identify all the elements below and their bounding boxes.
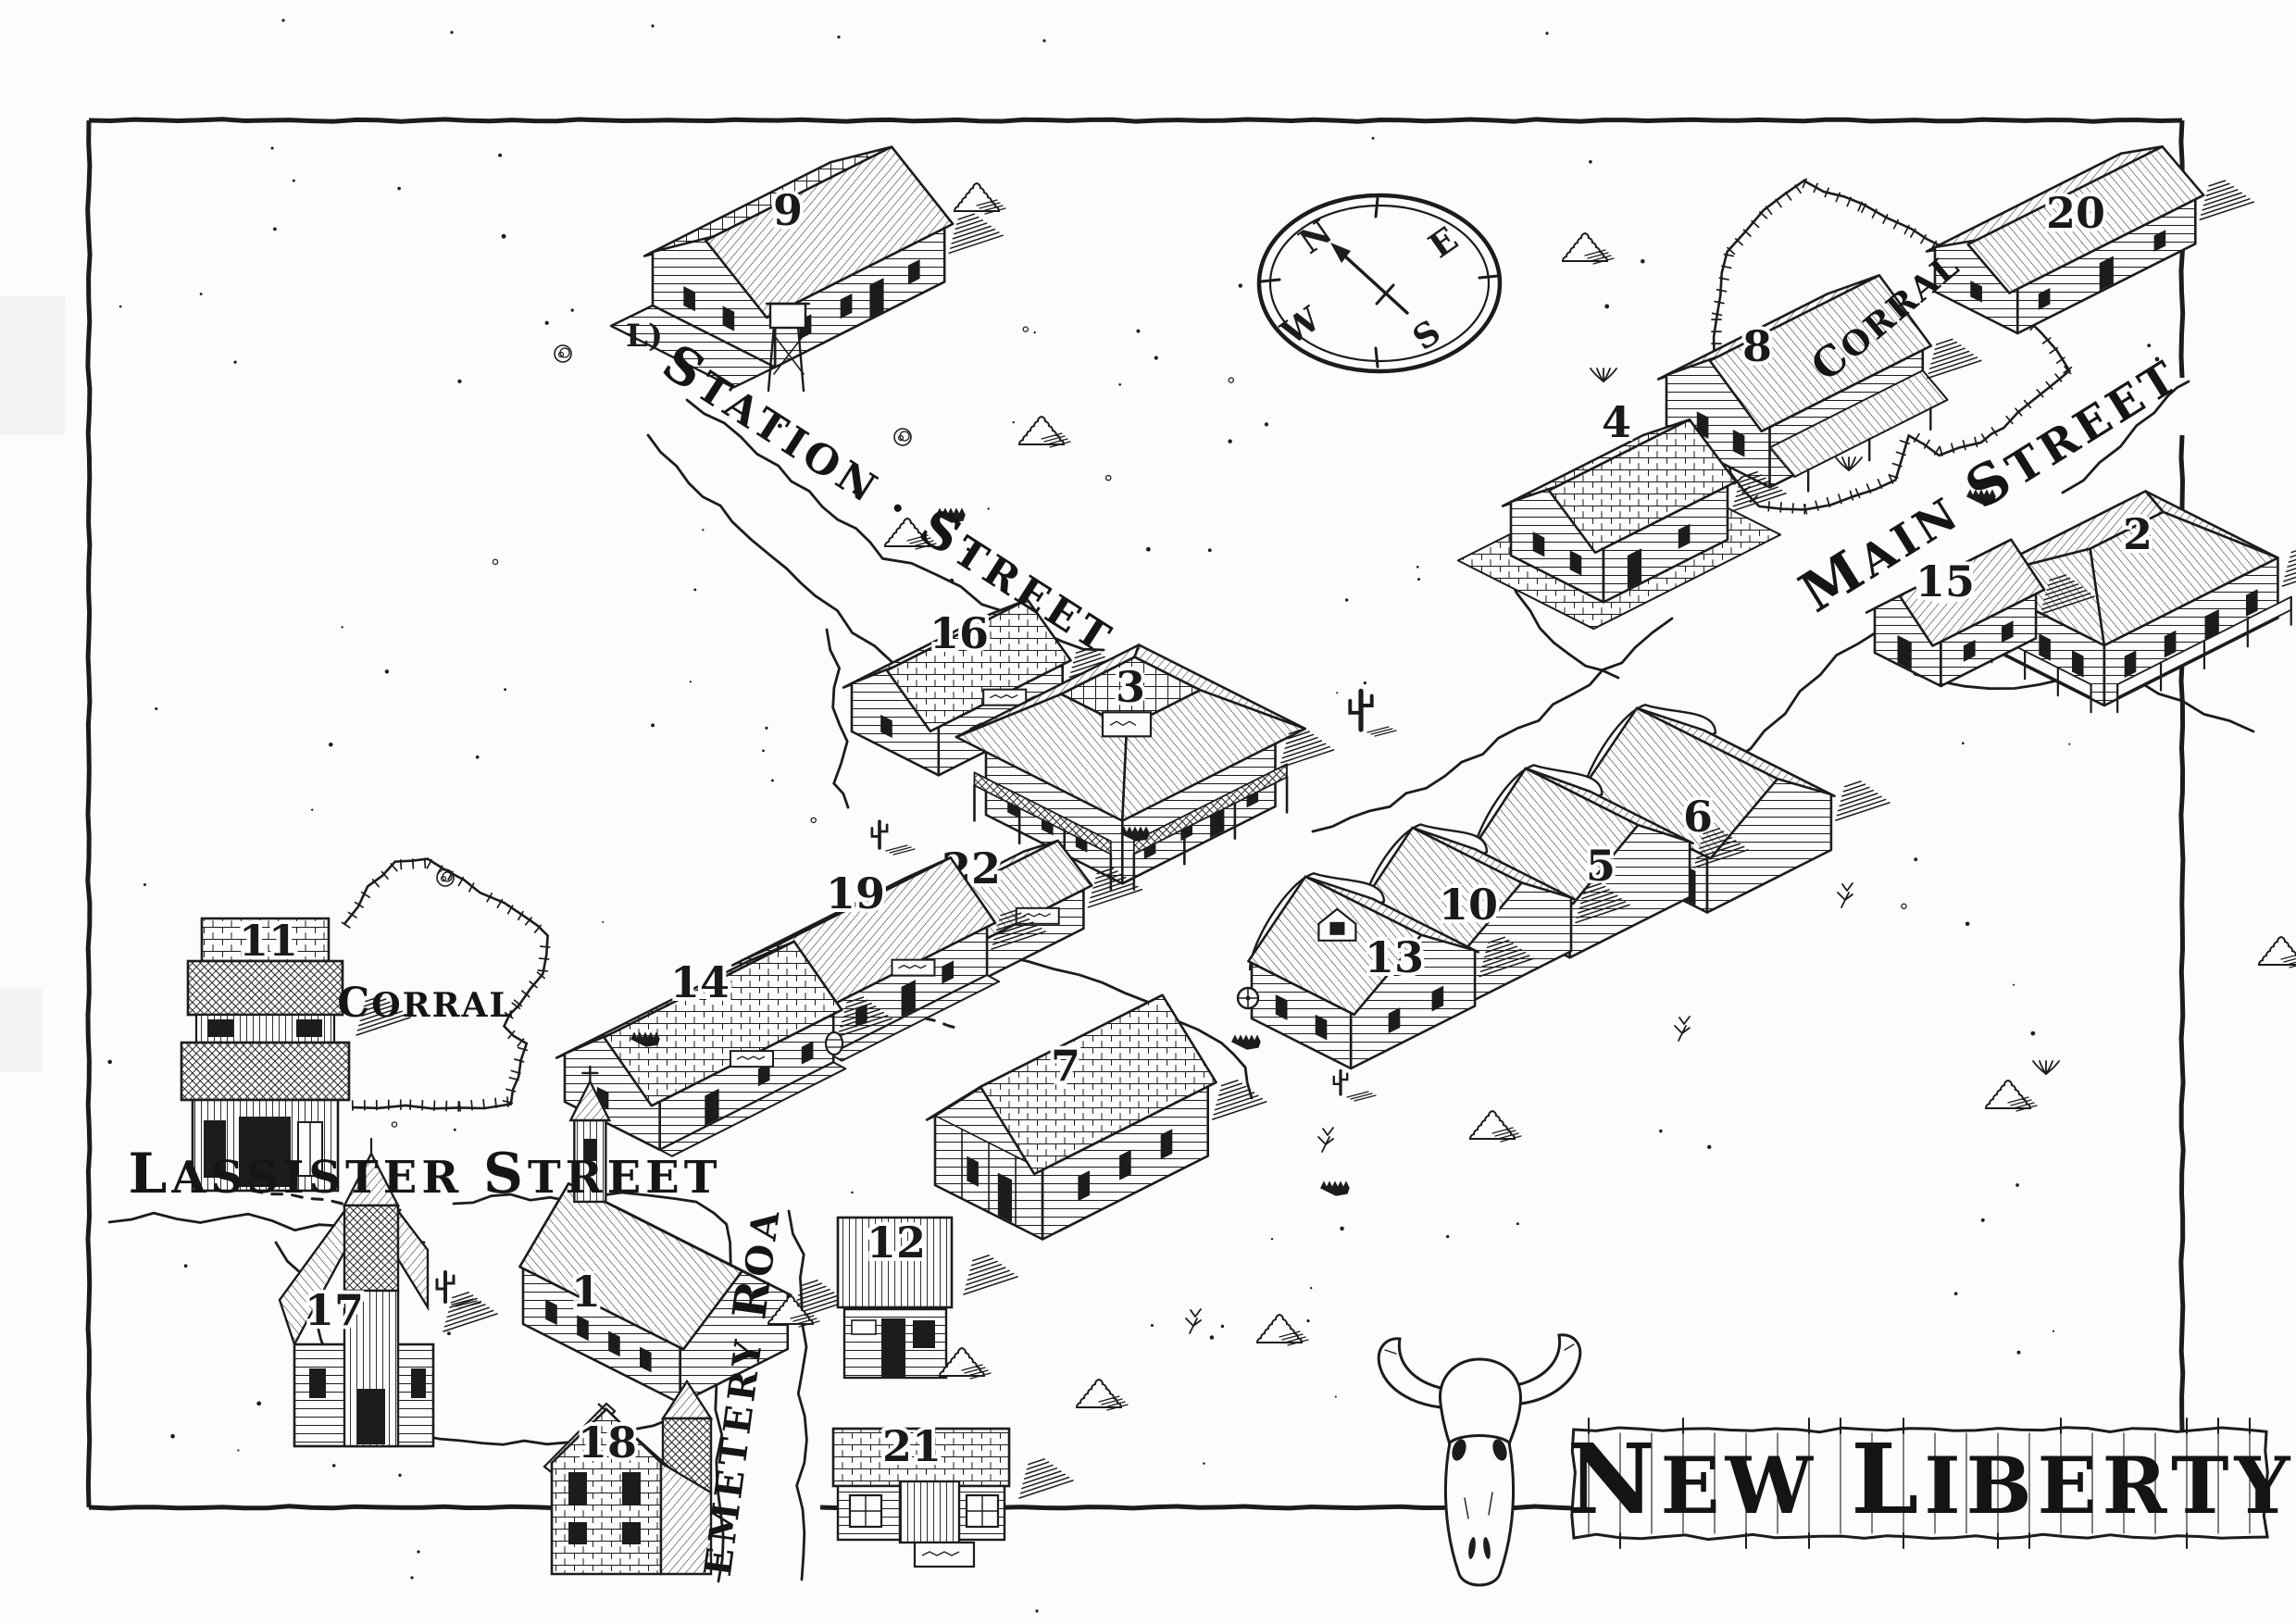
svg-text:18: 18 <box>578 1418 637 1468</box>
svg-text:1: 1 <box>571 1267 601 1317</box>
svg-text:14: 14 <box>670 957 730 1007</box>
svg-text:19: 19 <box>826 868 885 918</box>
number-halo-15: 15 <box>1912 553 1978 610</box>
building-20: 20 <box>1925 145 2255 335</box>
building-9: 9 <box>609 145 1004 393</box>
svg-text:10: 10 <box>1439 880 1498 930</box>
svg-text:E: E <box>1422 219 1466 266</box>
longhorn-skull-icon <box>1377 1333 1582 1587</box>
building-17: 17 <box>278 1137 498 1448</box>
svg-text:4: 4 <box>1602 397 1631 447</box>
building-8: 8 <box>1656 274 1982 493</box>
edge-fragment-label: L) <box>626 318 663 355</box>
building-4: 4 <box>1456 394 1787 631</box>
scan-artifacts <box>0 296 65 1072</box>
svg-text:7: 7 <box>1051 1041 1080 1091</box>
svg-text:S: S <box>1405 313 1447 358</box>
svg-text:16: 16 <box>930 608 989 658</box>
building-11: 11 <box>180 912 411 1193</box>
corral-fences <box>341 178 2073 1112</box>
svg-text:9: 9 <box>773 185 803 235</box>
street-label-station: STATION · STREET <box>653 332 1122 665</box>
svg-text:2: 2 <box>2123 509 2152 559</box>
svg-text:13: 13 <box>1365 932 1424 982</box>
building-14: 14 <box>555 940 892 1157</box>
svg-text:20: 20 <box>2046 188 2105 238</box>
svg-text:W: W <box>1274 299 1328 353</box>
building-21: 21 <box>831 1418 1074 1568</box>
building-3: 3 <box>955 643 1335 891</box>
svg-text:6: 6 <box>1683 792 1713 842</box>
props <box>824 986 1260 1056</box>
building-1: 1 <box>518 1065 847 1405</box>
corral-label-0: CORRAL <box>337 980 514 1027</box>
svg-text:11: 11 <box>239 916 298 966</box>
building-12: 12 <box>836 1214 1018 1380</box>
svg-text:3: 3 <box>1116 662 1145 712</box>
building-13: 13 <box>1247 871 1534 1070</box>
svg-text:17: 17 <box>305 1285 364 1335</box>
flora <box>435 181 2296 1411</box>
title-banner: NEW LIBERTY <box>1567 1418 2296 1549</box>
svg-text:12: 12 <box>867 1218 926 1268</box>
street-label-lassister: LASSISTER STREET <box>129 1142 722 1206</box>
svg-text:8: 8 <box>1742 321 1772 371</box>
building-18: 18 <box>543 1379 714 1576</box>
svg-text:15: 15 <box>1915 556 1975 606</box>
map-title: NEW LIBERTY <box>1567 1422 2296 1536</box>
ground-speckles <box>107 19 2160 1613</box>
svg-text:21: 21 <box>882 1421 942 1471</box>
building-7: 7 <box>925 993 1267 1241</box>
svg-text:5: 5 <box>1586 841 1616 891</box>
